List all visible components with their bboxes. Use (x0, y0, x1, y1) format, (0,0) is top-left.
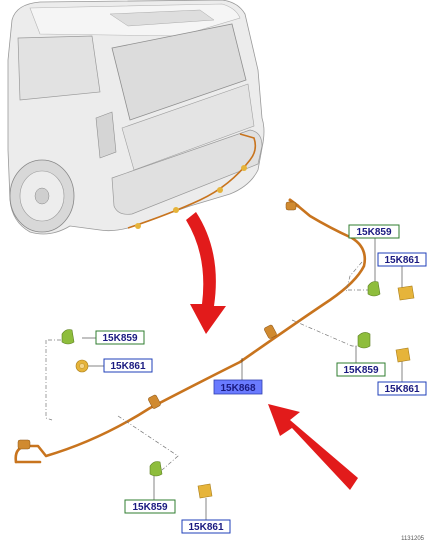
vehicle-sensor-1 (173, 207, 179, 213)
vehicle-sensor-2 (217, 187, 223, 193)
reference-code: 1131205 (401, 536, 425, 542)
vehicle-tail-light (95, 111, 117, 159)
bracket-left (75, 359, 89, 373)
svg-text:15K859: 15K859 (343, 365, 378, 376)
vehicle-sunroof (109, 9, 215, 27)
svg-text:15K868: 15K868 (220, 383, 255, 394)
label-leaders (82, 238, 403, 520)
vehicle-sensor-4 (135, 223, 141, 229)
vehicle-illustration (7, 0, 265, 235)
vehicle-side-window (17, 35, 101, 101)
curved-down-arrow (186, 212, 226, 334)
bracket-top-right (397, 285, 415, 301)
sensor-bottom (149, 461, 163, 477)
bracket-mid-right (395, 347, 411, 363)
label-15k859-bottom: 15K859 (124, 499, 176, 514)
svg-text:15K861: 15K861 (384, 384, 419, 395)
vehicle-harness (127, 133, 257, 229)
svg-text:15K859: 15K859 (132, 502, 167, 513)
svg-text:15K859: 15K859 (356, 227, 391, 238)
sensor-mid-right (357, 332, 371, 349)
svg-text:15K861: 15K861 (110, 361, 145, 372)
vehicle-rear-window (111, 23, 247, 121)
label-15k861-left: 15K861 (103, 358, 153, 373)
svg-text:15K859: 15K859 (102, 333, 137, 344)
label-15k861-top-right: 15K861 (377, 252, 427, 267)
svg-text:15K861: 15K861 (188, 522, 223, 533)
diagonal-pointer-arrow (268, 404, 358, 490)
label-15k861-bottom: 15K861 (181, 519, 231, 534)
label-15k859-top-right: 15K859 (348, 224, 400, 239)
sensor-top-right (367, 281, 381, 297)
vehicle-tailgate (121, 83, 255, 171)
svg-text:15K861: 15K861 (384, 255, 419, 266)
vehicle-rear-wheel (9, 159, 75, 233)
label-15k861-mid-right: 15K861 (377, 381, 427, 396)
vehicle-bumper (111, 129, 263, 215)
bracket-bottom (197, 483, 213, 499)
sensor-left (61, 329, 75, 345)
label-15k859-left: 15K859 (95, 330, 145, 345)
label-15k868-harness: 15K868 (213, 379, 263, 395)
label-15k859-mid-right: 15K859 (336, 362, 386, 377)
vehicle-sensor-3 (241, 165, 247, 171)
harness-clips (17, 201, 297, 450)
